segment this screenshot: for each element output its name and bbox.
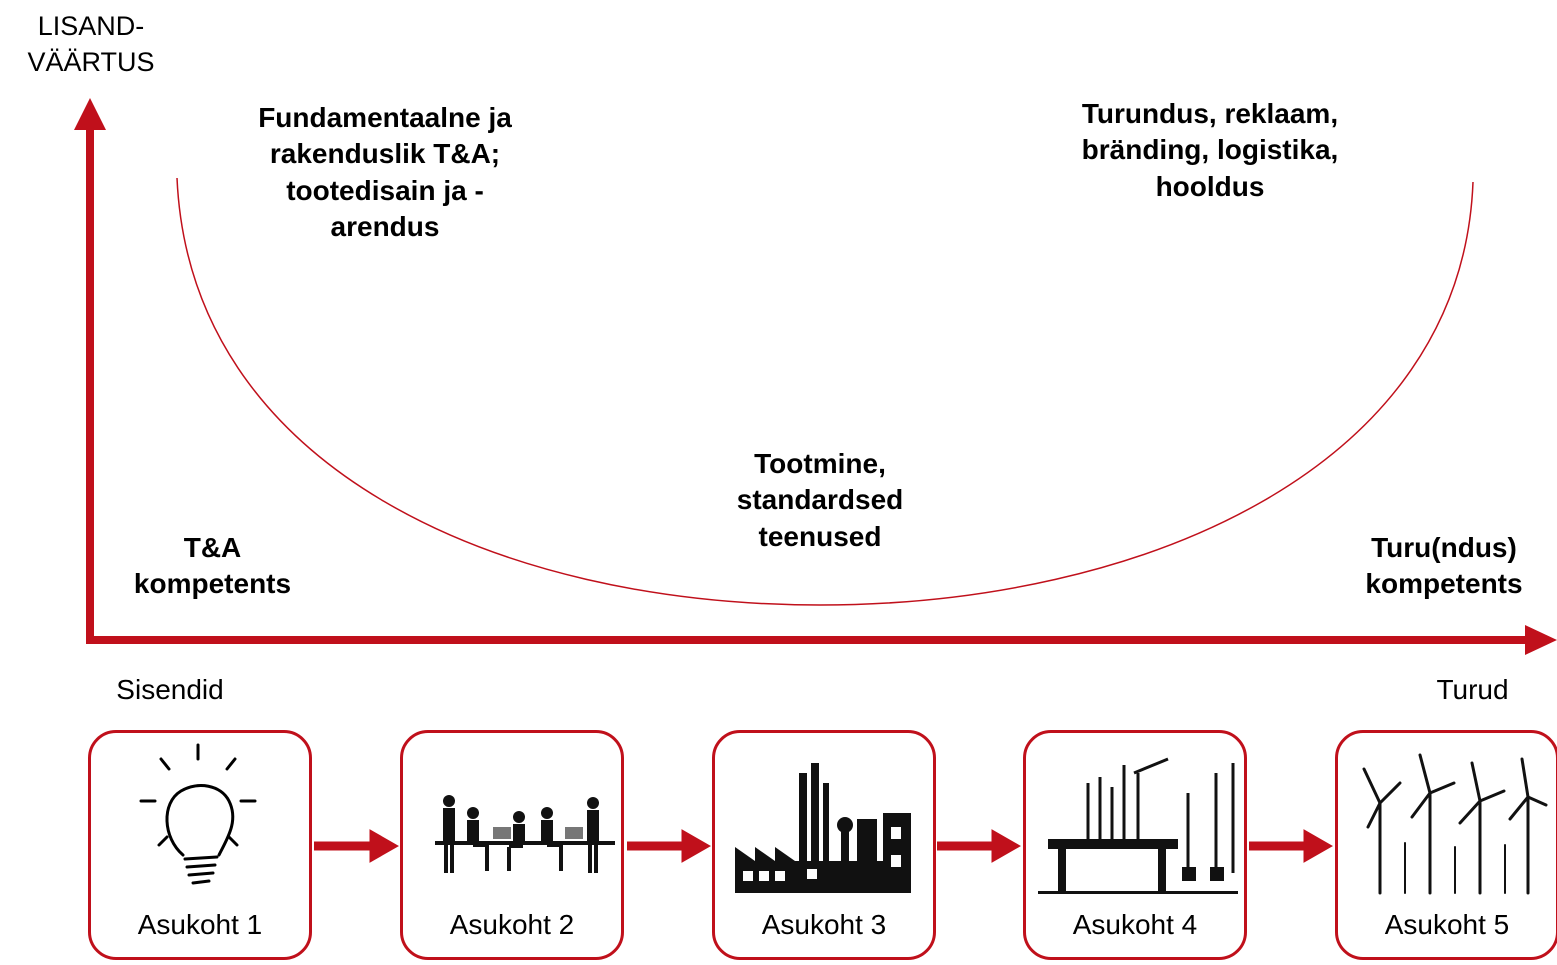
- smile-curve: [176, 177, 1474, 606]
- axis-end-label-left: T&A kompetents: [133, 532, 292, 600]
- lightbulb-icon: [139, 743, 257, 885]
- y-axis-label: LISAND- VÄÄRTUS: [0, 8, 182, 81]
- wind-turbines-icon: [1362, 753, 1548, 895]
- curve-label-left: Fundamentaalne ja rakenduslik T&A; toote…: [258, 102, 512, 243]
- offshore-platform-icon: [1038, 757, 1238, 894]
- flow-label-start: Sisendid: [116, 674, 224, 705]
- location-label-3: Asukoht 3: [761, 909, 887, 940]
- flow-label-end: Turud: [1436, 674, 1509, 705]
- location-label-5: Asukoht 5: [1384, 909, 1510, 940]
- curve-label-right: Turundus, reklaam, bränding, logistika, …: [1081, 98, 1339, 202]
- y-axis-label-line2: VÄÄRTUS: [27, 47, 155, 78]
- y-axis-arrowhead: [74, 98, 106, 130]
- location-box-2: Asukoht 2: [400, 730, 624, 960]
- location-label-4: Asukoht 4: [1072, 909, 1198, 940]
- x-axis-arrowhead: [1525, 625, 1557, 655]
- location-label-2: Asukoht 2: [449, 909, 575, 940]
- location-box-4: Asukoht 4: [1023, 730, 1247, 960]
- location-box-5: Asukoht 5: [1335, 730, 1557, 960]
- flow-arrows: [314, 829, 1334, 863]
- office-people-icon: [435, 795, 615, 873]
- location-label-1: Asukoht 1: [137, 909, 263, 940]
- curve-label-bottom: Tootmine, standardsed teenused: [736, 448, 904, 552]
- axis-end-label-right: Turu(ndus) kompetents: [1365, 532, 1523, 600]
- y-axis-label-line1: LISAND-: [37, 11, 145, 41]
- location-box-1: Asukoht 1: [88, 730, 312, 960]
- location-box-3: Asukoht 3: [712, 730, 936, 960]
- factory-icon: [735, 763, 911, 893]
